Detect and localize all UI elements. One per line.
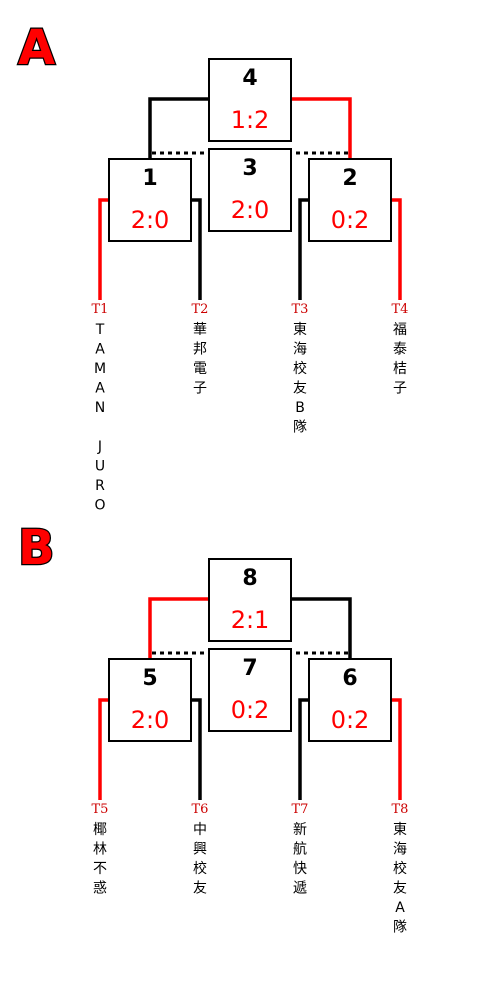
match-number: 1 (142, 166, 157, 191)
team-seed: T1 (92, 302, 109, 317)
match-number: 7 (242, 656, 257, 681)
group-b: B 8 2:1 7 0:2 5 2:0 6 0:2T5 椰林不惑 T6 中興校友 T7 新航快遞 T8 東海校… (17, 519, 409, 936)
team-leg-line (390, 698, 402, 800)
team-leg-line (298, 198, 310, 300)
team-name: 中興校友 (193, 822, 207, 897)
final-connector-left (148, 97, 209, 158)
match-score: 2:0 (131, 206, 170, 234)
match-score: 0:2 (331, 706, 370, 734)
semifinal-left-box: 1 2:0 (108, 158, 192, 242)
match-number: 4 (242, 66, 257, 91)
team-name: 華邦電子 (193, 322, 207, 397)
match-score: 2:1 (231, 606, 270, 634)
team-seed: T8 (392, 802, 409, 817)
team-seed: T6 (192, 802, 209, 817)
match-box-frame (208, 148, 292, 232)
team-name: 新航快遞 (293, 822, 307, 897)
match-score: 2:0 (131, 706, 170, 734)
match-box-frame (308, 658, 392, 742)
team-t6: T6 中興校友 (192, 802, 209, 897)
team-leg-line (298, 698, 310, 800)
match-box-frame (208, 58, 292, 142)
team-t4: T4 福泰桔子 (392, 302, 409, 397)
group-letter: B (18, 520, 55, 576)
match-box-frame (108, 158, 192, 242)
match-score: 0:2 (231, 696, 270, 724)
group-letter: A (18, 20, 55, 76)
match-number: 6 (342, 666, 357, 691)
team-seed: T3 (292, 302, 309, 317)
team-t7: T7 新航快遞 (292, 802, 309, 897)
final-connector-right (291, 597, 352, 658)
final-connector-left (148, 597, 209, 658)
match-number: 5 (142, 666, 157, 691)
team-name: 椰林不惑 (93, 822, 107, 897)
team-leg-line (98, 198, 110, 300)
match-box-frame (208, 648, 292, 732)
third-place-match-box: 3 2:0 (208, 148, 292, 232)
match-box-frame (208, 558, 292, 642)
team-leg-line (190, 198, 202, 300)
final-connector-right (291, 97, 352, 158)
final-match-box: 8 2:1 (208, 558, 292, 642)
match-number: 3 (242, 156, 257, 181)
semifinal-right-box: 2 0:2 (308, 158, 392, 242)
team-t2: T2 華邦電子 (192, 302, 209, 397)
match-score: 1:2 (231, 106, 270, 134)
team-leg-line (390, 198, 402, 300)
final-match-box: 4 1:2 (208, 58, 292, 142)
team-seed: T4 (392, 302, 409, 317)
team-leg-line (190, 698, 202, 800)
match-score: 2:0 (231, 196, 270, 224)
team-leg-line (98, 698, 110, 800)
match-number: 2 (342, 166, 357, 191)
match-number: 8 (242, 566, 257, 591)
match-box-frame (108, 658, 192, 742)
team-name: 福泰桔子 (393, 322, 407, 397)
team-t5: T5 椰林不惑 (92, 802, 109, 897)
team-seed: T5 (92, 802, 109, 817)
match-score: 0:2 (331, 206, 370, 234)
third-place-match-box: 7 0:2 (208, 648, 292, 732)
semifinal-left-box: 5 2:0 (108, 658, 192, 742)
team-seed: T7 (292, 802, 309, 817)
team-seed: T2 (192, 302, 209, 317)
semifinal-right-box: 6 0:2 (308, 658, 392, 742)
match-box-frame (308, 158, 392, 242)
